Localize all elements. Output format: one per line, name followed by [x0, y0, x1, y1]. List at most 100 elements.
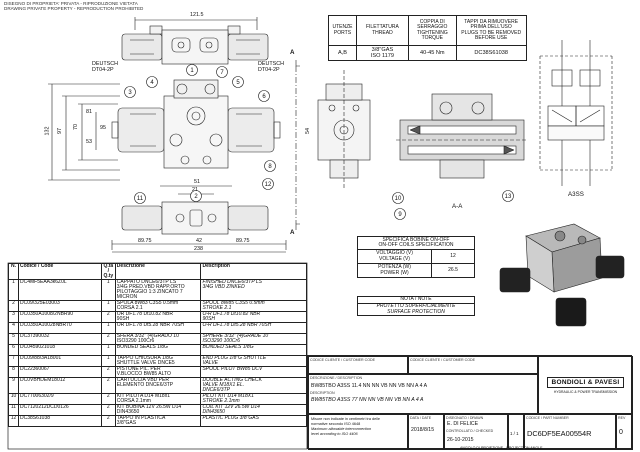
balloon-number: 3: [128, 90, 132, 96]
bom-cell: 10: [8, 393, 19, 405]
balloon-circle: [392, 192, 404, 204]
thread-header-thread: FILETTATURA THREAD: [355, 15, 409, 46]
bom-cell: 2: [100, 311, 116, 323]
front-view: [111, 79, 281, 169]
checked-date: 26-10-2015: [447, 437, 474, 443]
bom-cell: DC38S61038: [17, 415, 102, 427]
note-box: NOTA / NOTE PROTETTO SUPERFICIALMENTE SU…: [357, 296, 475, 317]
bom-cell: SPOLA 8W83 C3S5 0.5mm CORSA 2.1: [114, 300, 202, 312]
thread-header-plugs: TAPPI DA RIMUOVERE PRIMA DELL'USO PLUGS …: [455, 15, 527, 46]
bom-cell: TAPPO CHIUSURA 1/8G SHUTTLE VALVE DNCE5: [114, 355, 202, 367]
bom-cell: SPOOL PILOT BW85 DCV: [200, 366, 307, 378]
bom-cell: 3: [8, 311, 19, 323]
bom-cell: DC7120212DCD0126: [17, 404, 102, 416]
thread-cell-thread: 3/8"GAS ISO 1179: [355, 45, 409, 61]
balloon-circle: [134, 192, 146, 204]
thread-cell-torque: 40-45 Nm: [407, 45, 457, 61]
bom-cell: 2: [100, 366, 116, 378]
bom-cell: DC0459021018: [17, 344, 102, 356]
bom-cell: CAPPATO DNCE6/3TP LS 3/4G PRED.VBD RAPP.…: [114, 279, 202, 301]
section-label-a-a: A-A: [452, 203, 463, 210]
revision: 0: [619, 429, 623, 436]
dim-51: 51: [194, 179, 200, 185]
dim-53: 53: [86, 139, 92, 145]
balloon-circle: [502, 190, 514, 202]
thread-header-torque: COPPIA DI SERRAGGIO TIGHTENING TORQUE: [407, 15, 457, 46]
balloon-number: 13: [505, 194, 512, 200]
bom-cell: 1: [100, 300, 116, 312]
bom-cell: PLASTIC PLUG 3/8"GAS: [200, 415, 307, 427]
balloon-number: 11: [137, 196, 144, 202]
part-number-cell: CODICE / PART NUMBER DC6DF5EA00554R: [524, 414, 616, 450]
balloon-number: 1: [190, 68, 194, 74]
date-cell: DATA / DATE 2018/8/15: [408, 414, 444, 450]
balloon-number: 2: [194, 194, 198, 200]
dim-side-54: 54: [305, 127, 312, 134]
thread-cell-ports: A,B: [328, 45, 357, 61]
coil-power-value: 26.5: [431, 263, 475, 278]
bom-cell: OR DF1.78 Dt5.28 NBR 70SH: [114, 322, 202, 334]
drawn-cell: DISEGNATO / DRAWN E. DI FELICE CONTROLLA…: [444, 414, 508, 450]
top-view: [121, 25, 269, 65]
section-label-a-bottom: A: [290, 229, 295, 236]
balloon-circle: [394, 208, 406, 220]
bom-cell: DC37390032: [17, 333, 102, 345]
balloon-circle: [232, 76, 244, 88]
balloon-number: 8: [268, 164, 272, 170]
note-line: SURFACE PROTECTION: [387, 308, 445, 315]
bom-cell: DC77006302/9: [17, 393, 102, 405]
bom-cell: DOUBLE ACTING CHECK VALVE M18X1 EL. DNCE…: [200, 377, 307, 394]
bom-cell: KIT BOBINA 12V 26.5W D14 DIN43650: [114, 404, 202, 416]
bom-cell: COIL KIT 12V 26.5W D14 DIN43650: [200, 404, 307, 416]
footer-note: ANGOLO DI PROIEZIONE - PROJECTION ANGLE: [460, 446, 543, 450]
coil-spec-table: SPECIFICA BOBINE ON-OFF ON-OFF COILS SPE…: [357, 236, 475, 278]
bom-cell: DC4MF5EAA3k6Z0L: [17, 279, 102, 301]
balloon-circle: [262, 178, 274, 190]
description-en: BW85TBO A3SS 77 NN NN VB NN VB NN A 4 A: [311, 397, 424, 403]
bom-cell: 11: [8, 404, 19, 416]
bottom-view: [121, 201, 269, 235]
coil-voltage-value: 12: [431, 249, 475, 264]
bom-cell: BONDED SEALS 1/8G: [114, 344, 202, 356]
balloon-circle: [264, 160, 276, 172]
bom-cell: O-R DF1.78 Dt10.82 NBR 90SH: [200, 311, 307, 323]
coil-voltage-label: VOLTAGGIO (V) VOLTAGE (V): [357, 249, 432, 264]
tolerance-cell: Misure non indicate in centimetri tra de…: [308, 414, 408, 450]
bom-cell: 12: [8, 415, 19, 427]
bom-cell: 2: [100, 404, 116, 416]
bom-cell: 4: [8, 322, 19, 334]
balloon-number: 9: [398, 212, 402, 218]
section-label-a-top: A: [290, 49, 295, 56]
bom-cell: FINISHED DNCE6/3TP LS 3/4G VBD ZINKED: [200, 279, 307, 301]
bom-cell: 8: [8, 366, 19, 378]
bom-cell: DC09/88/3A18001: [17, 355, 102, 367]
dim-42: 42: [196, 238, 202, 244]
bom-cell: DC0350A10028NBR70: [17, 322, 102, 334]
bom-cell: 1: [100, 322, 116, 334]
balloon-number: 7: [220, 70, 224, 76]
balloon-circle: [186, 64, 198, 76]
bom-cell: 2: [100, 415, 116, 427]
coil-table-title: SPECIFICA BOBINE ON-OFF ON-OFF COILS SPE…: [357, 236, 475, 250]
product-render: [499, 223, 625, 327]
balloon-number: 6: [262, 94, 266, 100]
dim-21: 21: [192, 187, 198, 193]
dim-89-right: 89.75: [236, 238, 250, 244]
bom-cell: DC09/325E03003: [17, 300, 102, 312]
dim-238: 238: [194, 246, 203, 252]
bom-cell: 2: [100, 377, 116, 394]
balloon-circle: [258, 90, 270, 102]
dim-top-width: 121.5: [190, 12, 204, 18]
schematic-label: A3SS: [568, 191, 584, 198]
company-logo-cell: BONDIOLI & PAVESI HYDRAULIC & POWER TRAN…: [538, 356, 633, 414]
